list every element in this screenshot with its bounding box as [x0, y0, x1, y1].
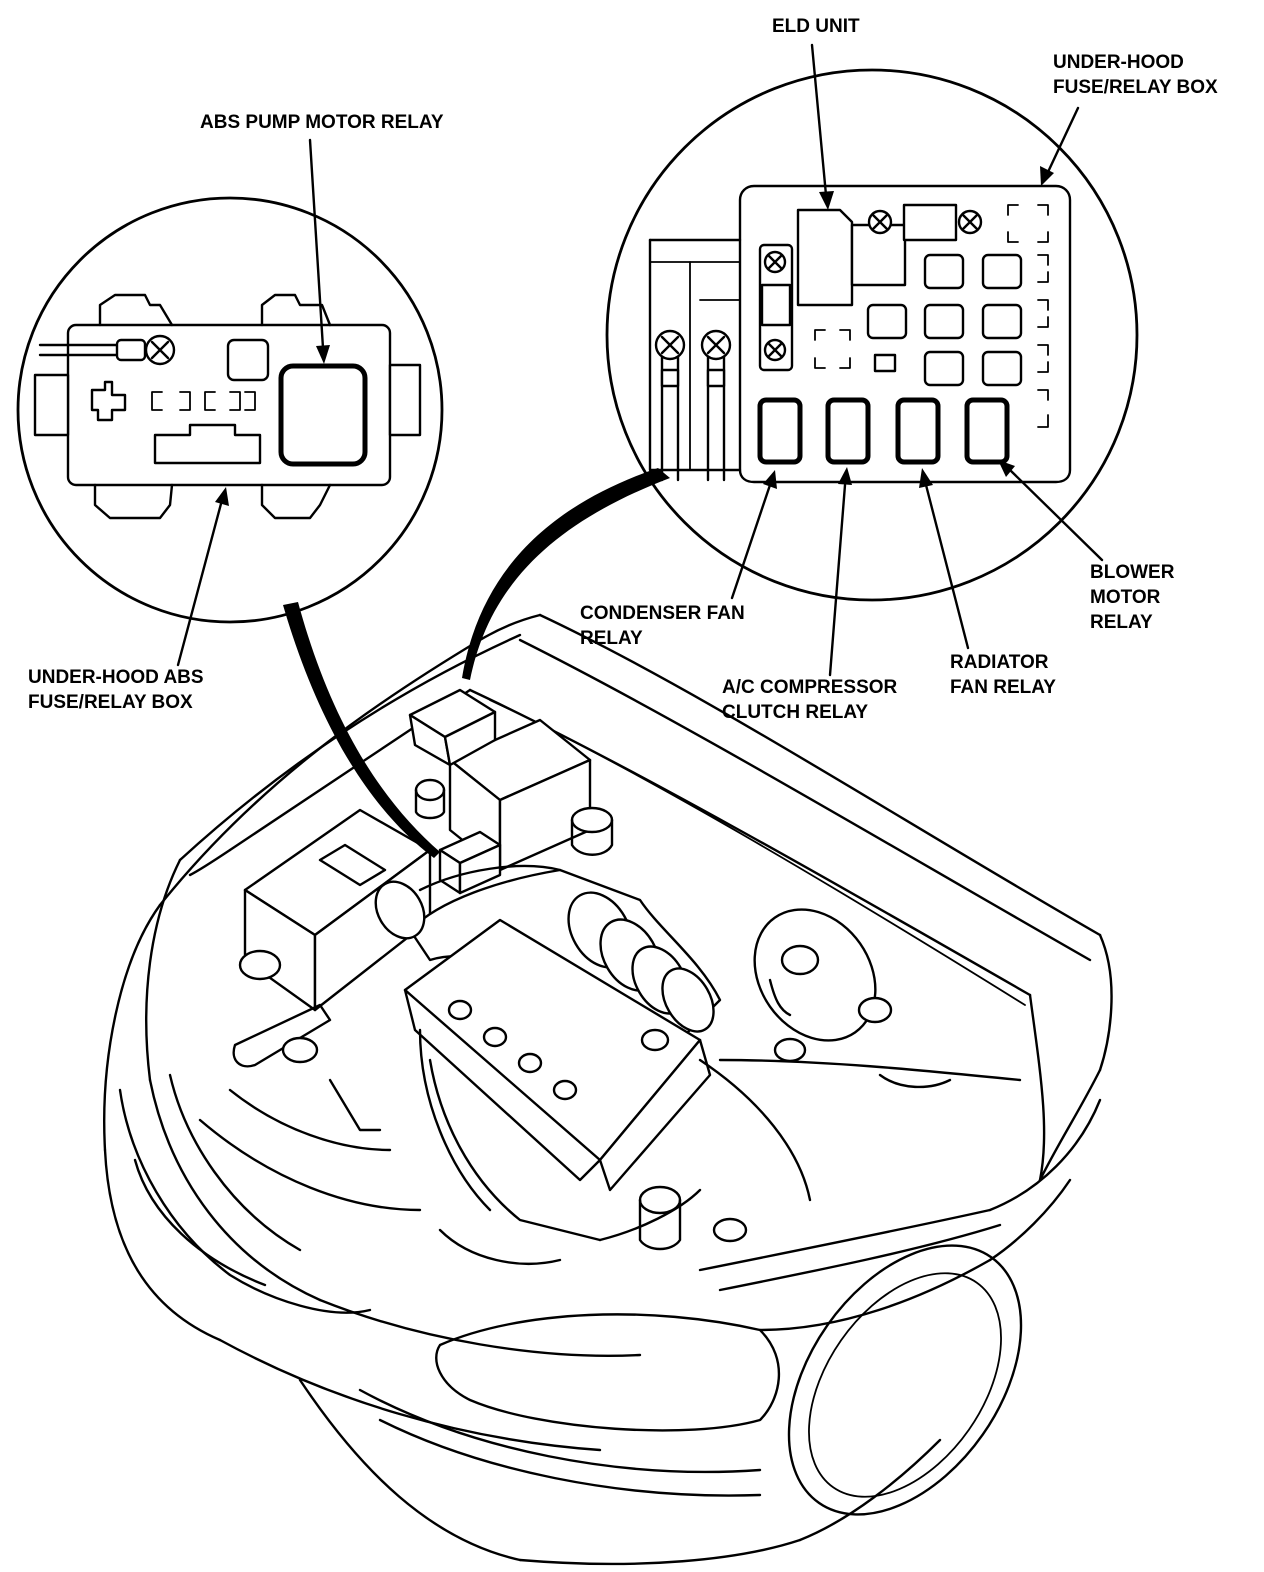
- leader-lines: [176, 43, 1104, 677]
- label-radiator-fan-relay-line-1: RADIATOR: [950, 652, 1049, 673]
- label-condenser-fan-relay-line-1: CONDENSER FAN: [580, 603, 745, 624]
- label-blower-motor-relay-line-2: MOTOR: [1090, 587, 1161, 608]
- label-under-hood-fuse-relay-box-line-2: FUSE/RELAY BOX: [1053, 77, 1218, 98]
- label-under-hood-abs-fuse-relay-box: UNDER-HOOD ABS FUSE/RELAY BOX: [28, 665, 204, 715]
- label-under-hood-abs-fuse-relay-box-line-1: UNDER-HOOD ABS: [28, 667, 204, 688]
- label-under-hood-fuse-relay-box: UNDER-HOOD FUSE/RELAY BOX: [1053, 50, 1218, 100]
- car-illustration: [103, 613, 1113, 1566]
- label-eld-unit-line-1: ELD UNIT: [772, 16, 860, 37]
- label-eld-unit: ELD UNIT: [772, 14, 860, 39]
- label-condenser-fan-relay-line-2: RELAY: [580, 628, 643, 649]
- label-condenser-fan-relay: CONDENSER FAN RELAY: [580, 601, 745, 651]
- label-ac-compressor-clutch-relay-line-2: CLUTCH RELAY: [722, 702, 869, 723]
- label-abs-pump-motor-relay: ABS PUMP MOTOR RELAY: [200, 110, 444, 135]
- label-ac-compressor-clutch-relay-line-1: A/C COMPRESSOR: [722, 677, 898, 698]
- label-radiator-fan-relay: RADIATOR FAN RELAY: [950, 650, 1056, 700]
- under-hood-box-detail-view: [462, 68, 1139, 680]
- label-radiator-fan-relay-line-2: FAN RELAY: [950, 677, 1056, 698]
- label-ac-compressor-clutch-relay: A/C COMPRESSOR CLUTCH RELAY: [722, 675, 897, 725]
- label-under-hood-abs-fuse-relay-box-line-2: FUSE/RELAY BOX: [28, 692, 193, 713]
- label-under-hood-fuse-relay-box-line-1: UNDER-HOOD: [1053, 52, 1184, 73]
- label-abs-pump-motor-relay-line-1: ABS PUMP MOTOR RELAY: [200, 112, 444, 133]
- label-blower-motor-relay: BLOWER MOTOR RELAY: [1090, 560, 1174, 635]
- label-blower-motor-relay-line-3: RELAY: [1090, 612, 1153, 633]
- label-blower-motor-relay-line-1: BLOWER: [1090, 562, 1175, 583]
- abs-box-detail-view: [16, 196, 444, 858]
